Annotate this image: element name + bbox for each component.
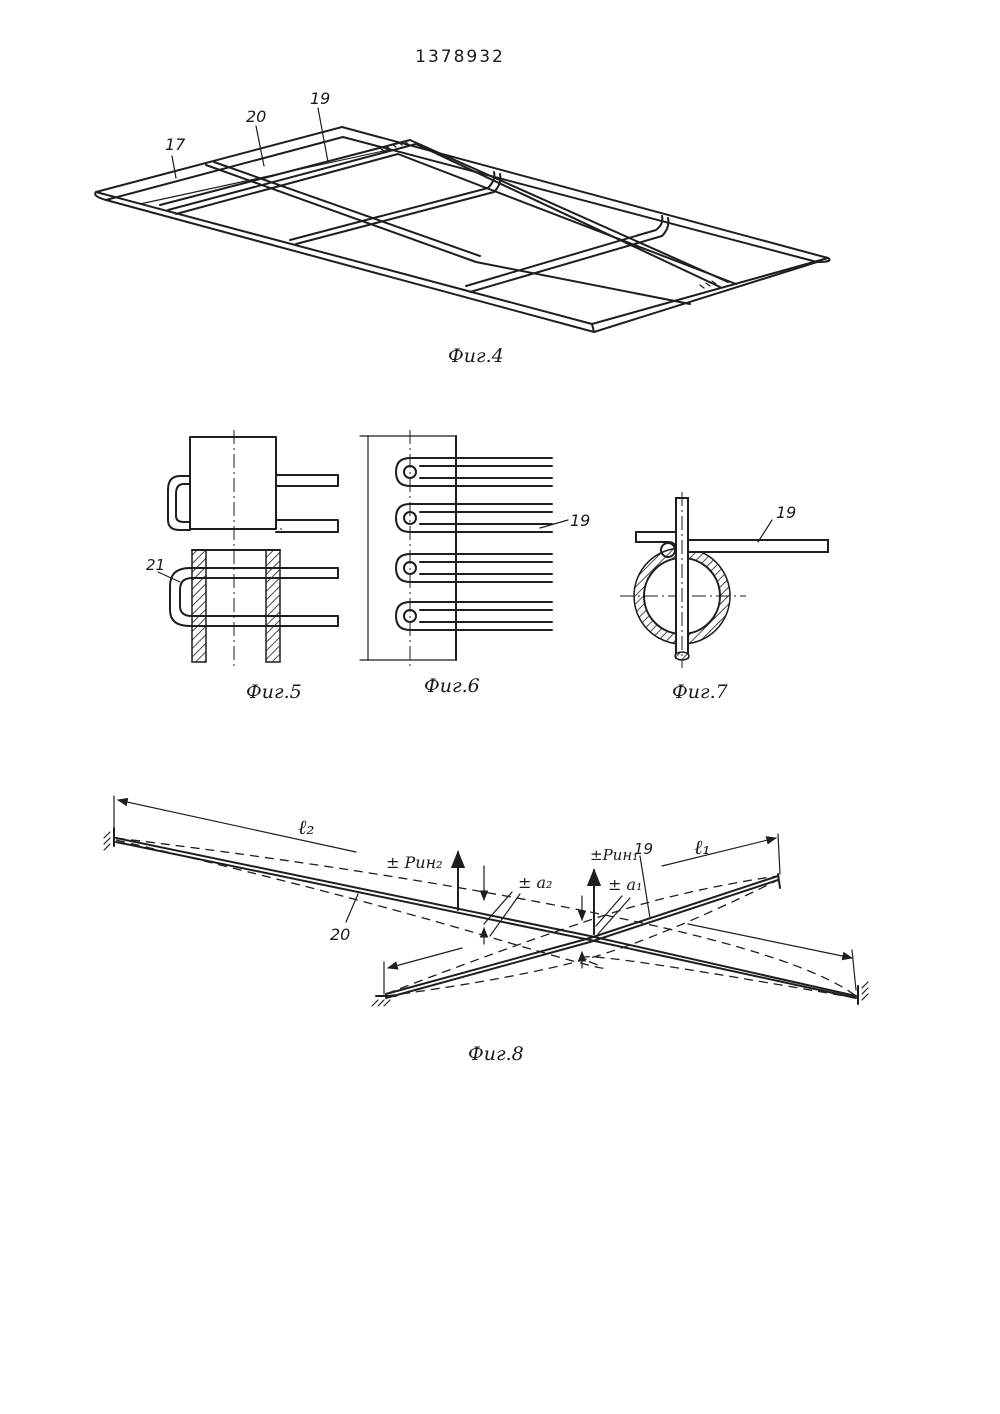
fig8-caption: Фиг.8 xyxy=(468,1043,524,1065)
fig8-label-a1: ± a₁ xyxy=(608,875,642,894)
fig6-loop-1 xyxy=(396,458,552,486)
fig4-label-17: 17 xyxy=(165,135,186,154)
fig4-rib-2 xyxy=(466,216,662,286)
fig5-label-21: 21 xyxy=(146,556,165,574)
figure-5: 21 Фиг.5 xyxy=(146,430,338,703)
fig6-label-19: 19 xyxy=(570,511,590,530)
fig4-frame-outer xyxy=(96,127,828,324)
figure-4: 17 20 19 Фиг.4 xyxy=(95,89,829,367)
fig6-loop-3 xyxy=(396,554,552,582)
fig5-caption: Фиг.5 xyxy=(246,681,302,703)
fig8-label-l2: ℓ₂ xyxy=(298,815,314,839)
figure-7: 19 Фиг.7 xyxy=(620,492,828,703)
fig6-caption: Фиг.6 xyxy=(424,675,480,697)
fig8-label-a2: ± a₂ xyxy=(518,873,552,892)
fig5-tube xyxy=(190,437,276,529)
fig8-label-19: 19 xyxy=(634,840,653,858)
fig6-loop-4 xyxy=(396,602,552,630)
fig7-label-19: 19 xyxy=(776,503,796,522)
fig7-caption: Фиг.7 xyxy=(672,681,729,703)
fig8-support-right xyxy=(858,982,868,1004)
fig8-label-l1: ℓ₁ xyxy=(694,835,710,859)
fig4-rod-a xyxy=(160,140,728,282)
fig8-support-lower-left xyxy=(372,996,396,1006)
fig8-rod-20 xyxy=(116,838,856,996)
fig8-label-20: 20 xyxy=(330,925,350,944)
patent-number: 1378932 xyxy=(415,47,505,67)
fig8-dim-l2 xyxy=(118,800,356,852)
figure-6: 19 Фиг.6 xyxy=(360,430,590,697)
fig6-loop-2 xyxy=(396,504,552,532)
fig8-dim-l1 xyxy=(662,838,776,866)
fig8-support-left xyxy=(104,828,114,850)
fig8-label-force-2: ± Pин₂ xyxy=(386,853,443,872)
fig8-label-force-1: ±Pин₁ xyxy=(590,846,638,864)
fig4-label-20: 20 xyxy=(246,107,266,126)
fig4-caption: Фиг.4 xyxy=(448,345,504,367)
figure-8: ℓ₂ ℓ₁ ± Pин₂ ±Pин₁ ± a₂ ± a₁ 19 20 Фиг.8 xyxy=(104,796,868,1065)
fig4-label-19: 19 xyxy=(310,89,330,108)
